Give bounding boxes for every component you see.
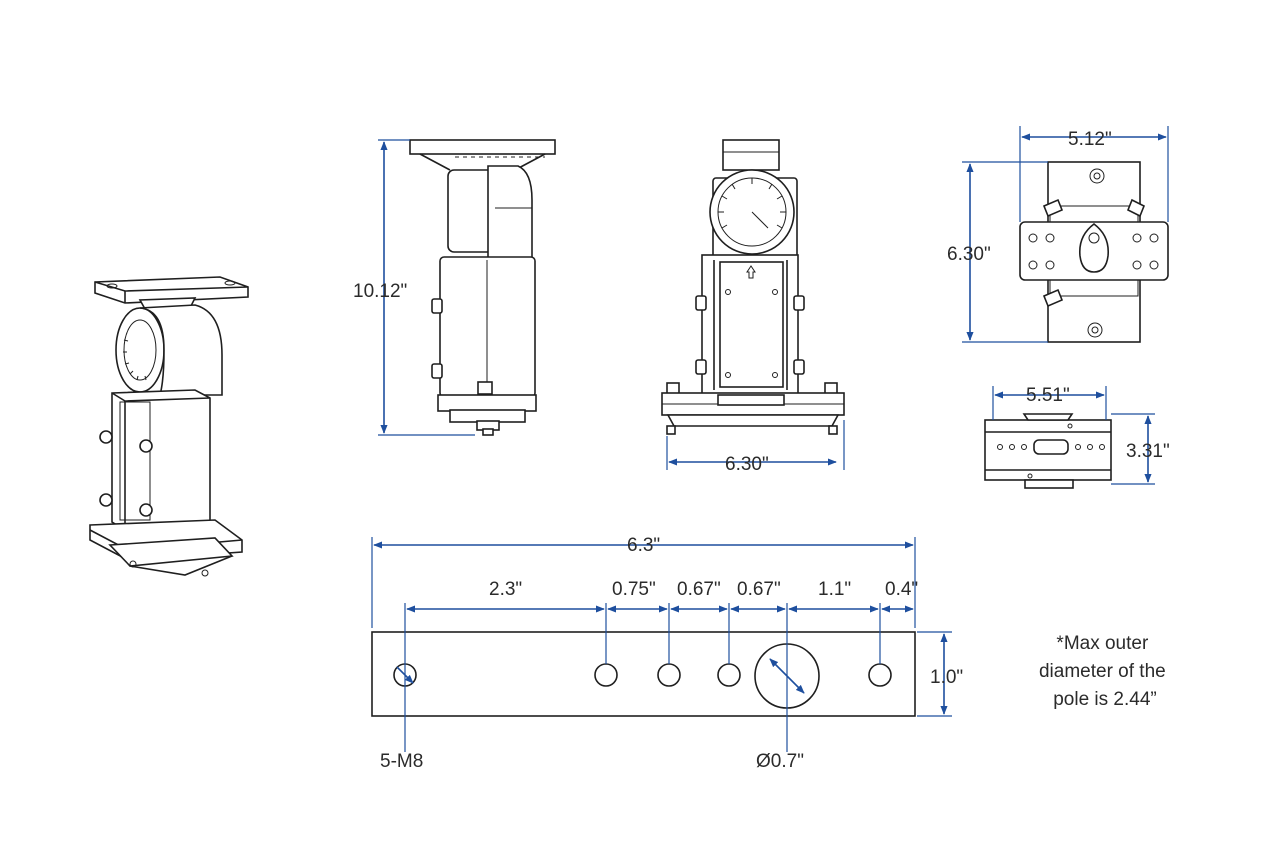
isometric-view <box>89 276 249 577</box>
segment-label-6: 0.4" <box>885 579 918 600</box>
bottom-bracket-view <box>984 413 1112 489</box>
pole-note-line-2: diameter of the <box>1039 661 1166 682</box>
center-hole-label: Ø0.7" <box>756 751 804 772</box>
hole-5 <box>868 663 892 687</box>
top-plate-view <box>1019 161 1169 343</box>
segment-label-5: 1.1" <box>818 579 851 600</box>
hole-3 <box>657 663 681 687</box>
hole-plate <box>371 631 916 717</box>
side-height-label: 10.12" <box>353 281 407 302</box>
pole-note: *Max outer diameter of the pole is 2.44” <box>1039 633 1171 710</box>
bracket-width-label: 5.51" <box>1026 385 1070 406</box>
segment-label-1: 2.3" <box>489 579 522 600</box>
holes-label: 5-M8 <box>380 751 423 772</box>
segment-label-3: 0.67" <box>677 579 721 600</box>
top-plate-height-label: 6.30" <box>947 244 991 265</box>
pole-note-line-3: pole is 2.44” <box>1053 689 1157 710</box>
front-view <box>661 139 845 435</box>
dimension-lines <box>371 126 1169 752</box>
plate-overall-label: 6.3" <box>627 535 660 556</box>
side-view <box>409 139 556 436</box>
bracket-height-label: 3.31" <box>1126 441 1170 462</box>
front-width-label: 6.30" <box>725 454 769 475</box>
segment-label-2: 0.75" <box>612 579 656 600</box>
pole-note-line-1: *Max outer <box>1056 633 1149 654</box>
top-plate-width-label: 5.12" <box>1068 129 1112 150</box>
plate-height-label: 1.0" <box>930 667 963 688</box>
segment-label-4: 0.67" <box>737 579 781 600</box>
hole-2 <box>594 663 618 687</box>
hole-4 <box>717 663 741 687</box>
